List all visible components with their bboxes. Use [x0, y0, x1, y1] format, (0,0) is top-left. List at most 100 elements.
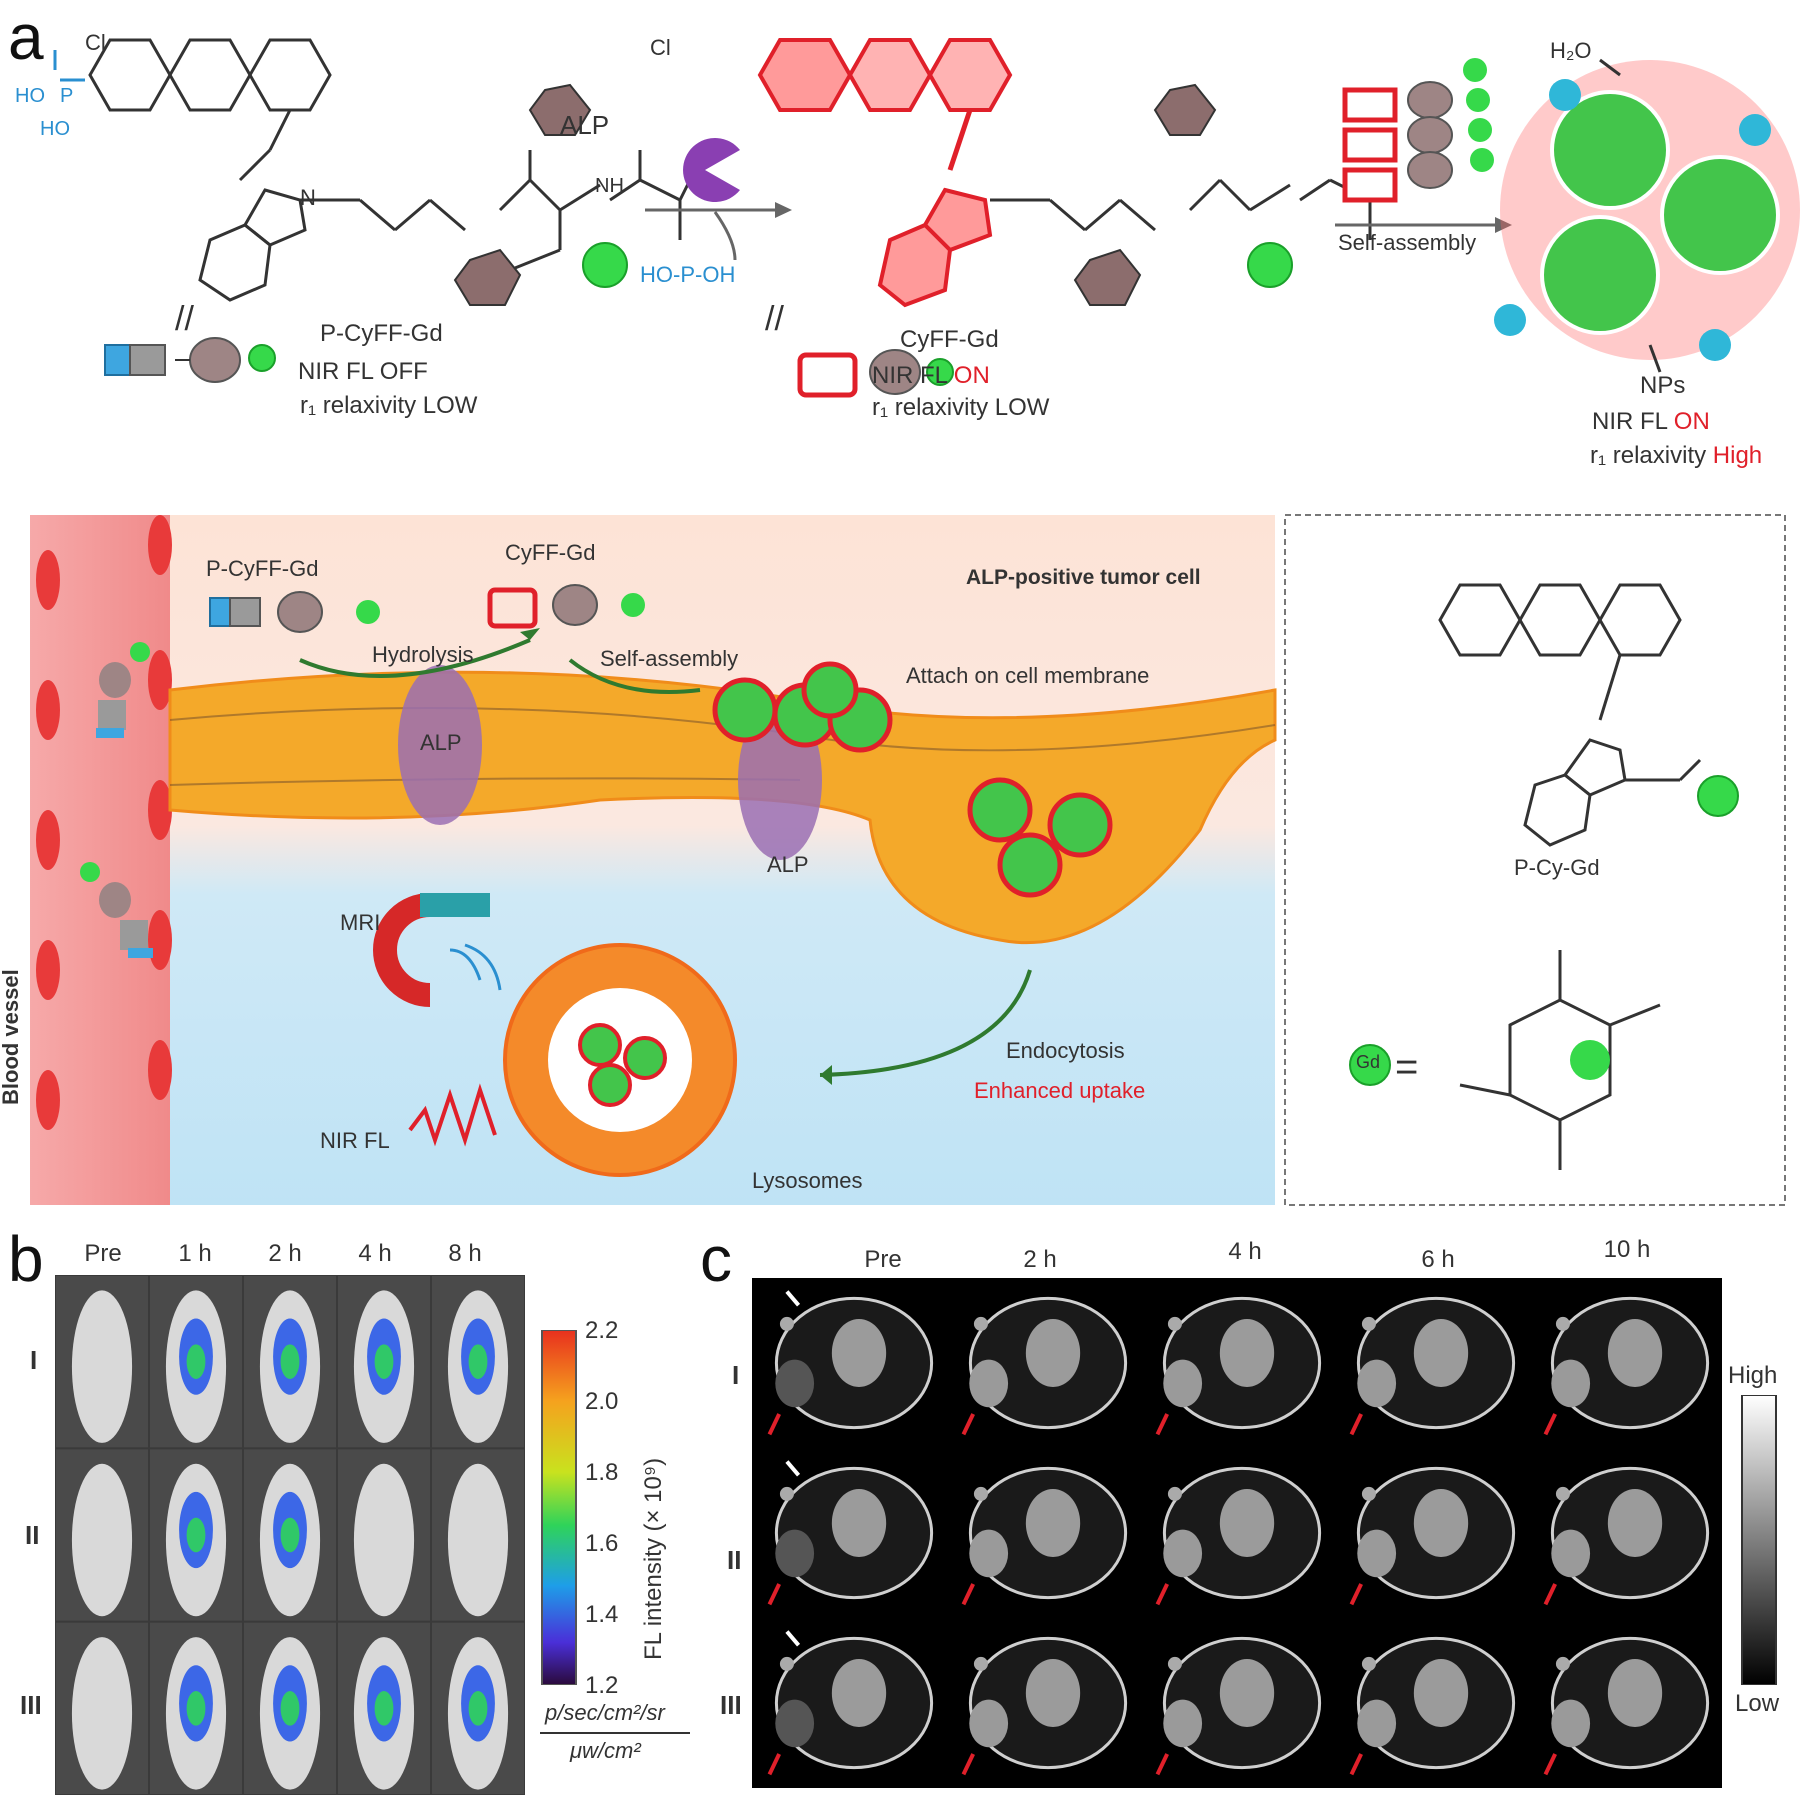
b-col-2: 2 h — [268, 1240, 302, 1267]
inset-box — [1284, 514, 1786, 1206]
mouse-cell — [56, 1622, 148, 1794]
compound1-fl-state: OFF — [379, 358, 428, 385]
mouse-cell — [244, 1276, 336, 1448]
mri-slice — [1349, 1466, 1516, 1606]
mouse-cell — [338, 1276, 430, 1448]
red-blood-cells — [36, 515, 172, 1130]
reference-dot — [779, 1486, 794, 1501]
mri-slice — [1543, 1466, 1710, 1606]
tumor-arrow — [1543, 1413, 1557, 1436]
phenyl-ring-2 — [528, 83, 592, 136]
mouse-body — [353, 1463, 415, 1617]
label-nir-fl: NIR FL — [320, 1128, 390, 1153]
c-colorbar-high: High — [1728, 1362, 1778, 1389]
mouse-body — [71, 1463, 133, 1617]
label-self-assembly-cell: Self-assembly — [600, 646, 739, 671]
reference-dot — [1361, 1316, 1376, 1331]
mri-slice — [1349, 1296, 1516, 1436]
reference-arrow — [785, 1460, 801, 1477]
label-endocytosis: Endocytosis — [1006, 1038, 1125, 1063]
c-col-2: 4 h — [1228, 1238, 1262, 1265]
tumor-arrow — [1349, 1583, 1363, 1606]
inset-compound-name: P-Cy-Gd — [1514, 855, 1600, 880]
tumor-arrow — [1543, 1583, 1557, 1606]
atom-nh-1: NH — [595, 175, 624, 197]
reference-arrow — [785, 1290, 801, 1307]
mri-slice — [961, 1636, 1128, 1776]
mri-slice — [1349, 1636, 1516, 1776]
mouse-cell — [56, 1449, 148, 1621]
gd-sphere-2 — [1247, 242, 1293, 288]
tumor-arrow — [767, 1583, 781, 1606]
lysosome-lumen — [548, 988, 692, 1132]
reference-dot — [1555, 1486, 1570, 1501]
compound1-name: P-CyFF-Gd — [320, 320, 443, 347]
stack-icon — [1342, 58, 1494, 203]
gd-center-sphere — [1570, 1040, 1610, 1080]
alp-protein-1 — [398, 665, 482, 825]
reference-dot — [1361, 1656, 1376, 1671]
panel-c-colorbar — [1741, 1395, 1777, 1685]
mri-slice — [961, 1466, 1128, 1606]
c-colorbar-low: Low — [1735, 1690, 1780, 1717]
tumor-arrow — [1349, 1753, 1363, 1776]
compound3-name: NPs — [1640, 372, 1686, 399]
equivalence-mark-2: // — [765, 300, 784, 338]
endocytosis-arrow — [819, 969, 1032, 1077]
panel-a-chemistry — [53, 38, 1800, 398]
tumor-region — [1551, 1529, 1591, 1578]
b-row-0: I — [30, 1345, 38, 1375]
c-row-1: II — [727, 1545, 742, 1575]
panel-c-mri-grid — [752, 1278, 1722, 1788]
compound1-relaxivity: r₁ relaxivity LOW — [300, 392, 477, 420]
dota-structure — [1459, 950, 1661, 1170]
mri-slice — [767, 1630, 934, 1776]
alp-enzyme-icon — [683, 137, 740, 202]
compound1-relax-text: r₁ relaxivity — [300, 392, 423, 419]
compound1-fl-text: NIR FL — [298, 358, 380, 385]
tumor-arrow — [961, 1753, 975, 1776]
tumor-region — [1163, 1359, 1203, 1408]
label-tumor-cell: ALP-positive tumor cell — [966, 566, 1201, 589]
mouse-cell — [244, 1449, 336, 1621]
equivalence-mark-1: // — [175, 300, 194, 338]
mouse-cell — [244, 1622, 336, 1794]
label-p-cyff: P-CyFF-Gd — [206, 556, 319, 581]
reference-dot — [1167, 1486, 1182, 1501]
mouse-cell — [150, 1276, 242, 1448]
c-row-0: I — [732, 1360, 740, 1390]
mri-slice — [1155, 1466, 1322, 1606]
water-label: H₂O — [1550, 38, 1592, 63]
inset-structure — [1438, 583, 1702, 847]
tumor-arrow — [1543, 1753, 1557, 1776]
b-col-3: 4 h — [358, 1240, 392, 1267]
b-row-2: III — [20, 1690, 42, 1720]
atom-cl-2: Cl — [650, 35, 671, 60]
tumor-region — [1163, 1529, 1203, 1578]
b-col-1: 1 h — [178, 1240, 212, 1267]
compound3-relax-text: r₁ relaxivity — [1590, 442, 1713, 469]
nanoparticle-cluster — [1494, 60, 1800, 361]
label-alp-2: ALP — [767, 852, 809, 877]
hydrolysis-arrow — [299, 638, 531, 678]
tumor-region — [969, 1529, 1009, 1578]
mouse-images — [56, 1276, 524, 1794]
atom-n-1: N — [300, 185, 316, 210]
label-alp-1: ALP — [420, 730, 462, 755]
mri-slices — [767, 1290, 1710, 1776]
inset-equals: = — [1395, 1045, 1419, 1089]
panel-label-c: c — [700, 1223, 732, 1295]
tumor-region — [1357, 1699, 1397, 1748]
alp-label: ALP — [560, 110, 610, 140]
tumor-region — [1163, 1699, 1203, 1748]
tumor-region — [775, 1699, 815, 1748]
tumor-arrow — [767, 1413, 781, 1436]
inset-gd-label: Gd — [1356, 1052, 1381, 1072]
tumor-arrow — [767, 1753, 781, 1776]
c-col-3: 6 h — [1421, 1246, 1455, 1273]
compound3-fl-text: NIR FL — [1592, 408, 1674, 435]
b-col-0: Pre — [84, 1240, 122, 1267]
gd-sphere-1 — [582, 242, 628, 288]
reference-dot — [779, 1656, 794, 1671]
phosphate-label-1: HO — [15, 85, 45, 107]
